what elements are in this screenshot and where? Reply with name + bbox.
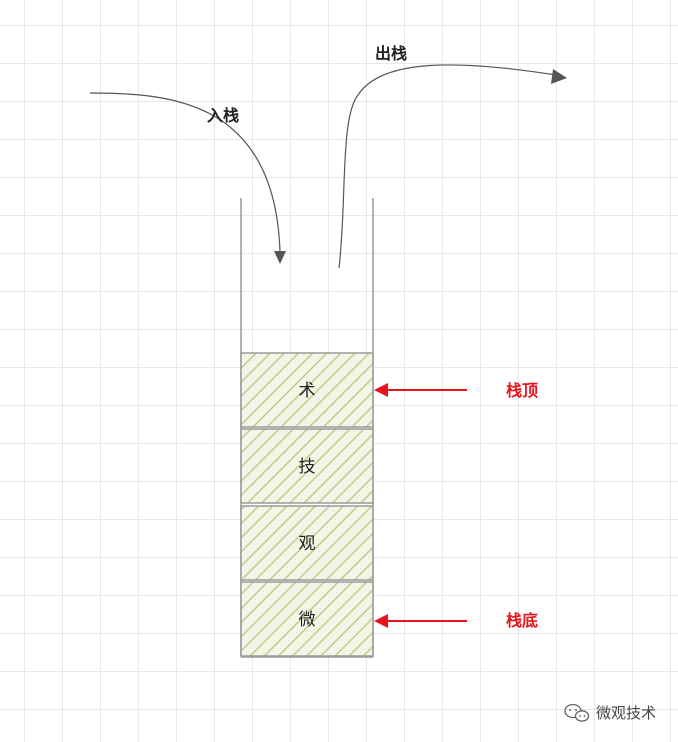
cell-label: 术 bbox=[299, 381, 316, 401]
push-label: 入栈 bbox=[207, 106, 239, 125]
cell-label: 观 bbox=[299, 534, 316, 554]
wechat-icon bbox=[564, 703, 590, 722]
watermark: 微观技术 bbox=[564, 703, 656, 722]
stack-cell-top: 术 bbox=[240, 352, 374, 428]
stack-cell: 观 bbox=[240, 505, 374, 581]
top-label: 栈顶 bbox=[506, 381, 538, 400]
pop-arrowhead bbox=[551, 69, 567, 84]
top-pointer-arrowhead bbox=[374, 383, 388, 397]
stack-cell: 技 bbox=[240, 428, 374, 504]
cell-label: 技 bbox=[299, 457, 316, 477]
push-arrow bbox=[89, 92, 281, 253]
pop-label: 出栈 bbox=[375, 44, 407, 63]
watermark-text: 微观技术 bbox=[596, 704, 656, 722]
pop-arrow bbox=[338, 64, 557, 269]
cell-label: 微 bbox=[299, 610, 316, 630]
bottom-pointer-arrowhead bbox=[374, 614, 388, 628]
stack-cell-bottom: 微 bbox=[240, 581, 374, 657]
push-arrowhead bbox=[274, 251, 286, 264]
bottom-label: 栈底 bbox=[506, 611, 538, 630]
